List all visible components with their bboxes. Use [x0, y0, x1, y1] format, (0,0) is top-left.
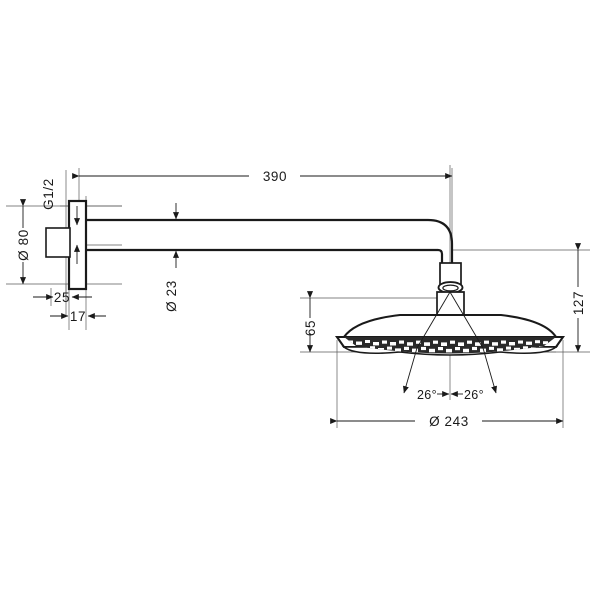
- angle-labels: 26° 26°: [417, 388, 484, 402]
- dimension-thread-size: G1/2: [41, 178, 81, 264]
- dimension-label-diameter-243: Ø 243: [429, 414, 469, 429]
- dimension-total-drop-height: 127: [571, 243, 586, 353]
- dimension-arm-length: 390: [72, 169, 453, 184]
- shower-head-body: [334, 313, 566, 356]
- dimension-flange-projection: 25: [33, 290, 92, 305]
- dimension-arm-tube-diameter: Ø 23: [164, 203, 180, 312]
- dimension-label-65: 65: [303, 320, 318, 336]
- dimension-label-diameter-23: Ø 23: [164, 280, 179, 312]
- spray-face-nozzle-pattern: [344, 337, 556, 354]
- angle-label-right: 26°: [464, 388, 484, 402]
- dimension-head-drop-height: 65: [303, 291, 318, 353]
- dimension-label-25: 25: [54, 290, 70, 305]
- spray-cone-angle-lines: [402, 291, 498, 398]
- dimension-label-17: 17: [70, 309, 86, 324]
- dimension-head-diameter: Ø 243: [330, 414, 564, 429]
- angle-label-left: 26°: [417, 388, 437, 402]
- dimension-flange-diameter: Ø 80: [16, 199, 31, 285]
- dimension-label-g-half: G1/2: [41, 178, 56, 210]
- dimension-flange-thickness: 17: [50, 309, 106, 324]
- ball-joint-connector: [436, 262, 465, 318]
- dimension-label-127: 127: [571, 291, 586, 315]
- shower-arm: [86, 218, 454, 266]
- dimension-label-diameter-80: Ø 80: [16, 229, 31, 261]
- extension-lines: [6, 165, 590, 428]
- dimension-label-390: 390: [263, 169, 287, 184]
